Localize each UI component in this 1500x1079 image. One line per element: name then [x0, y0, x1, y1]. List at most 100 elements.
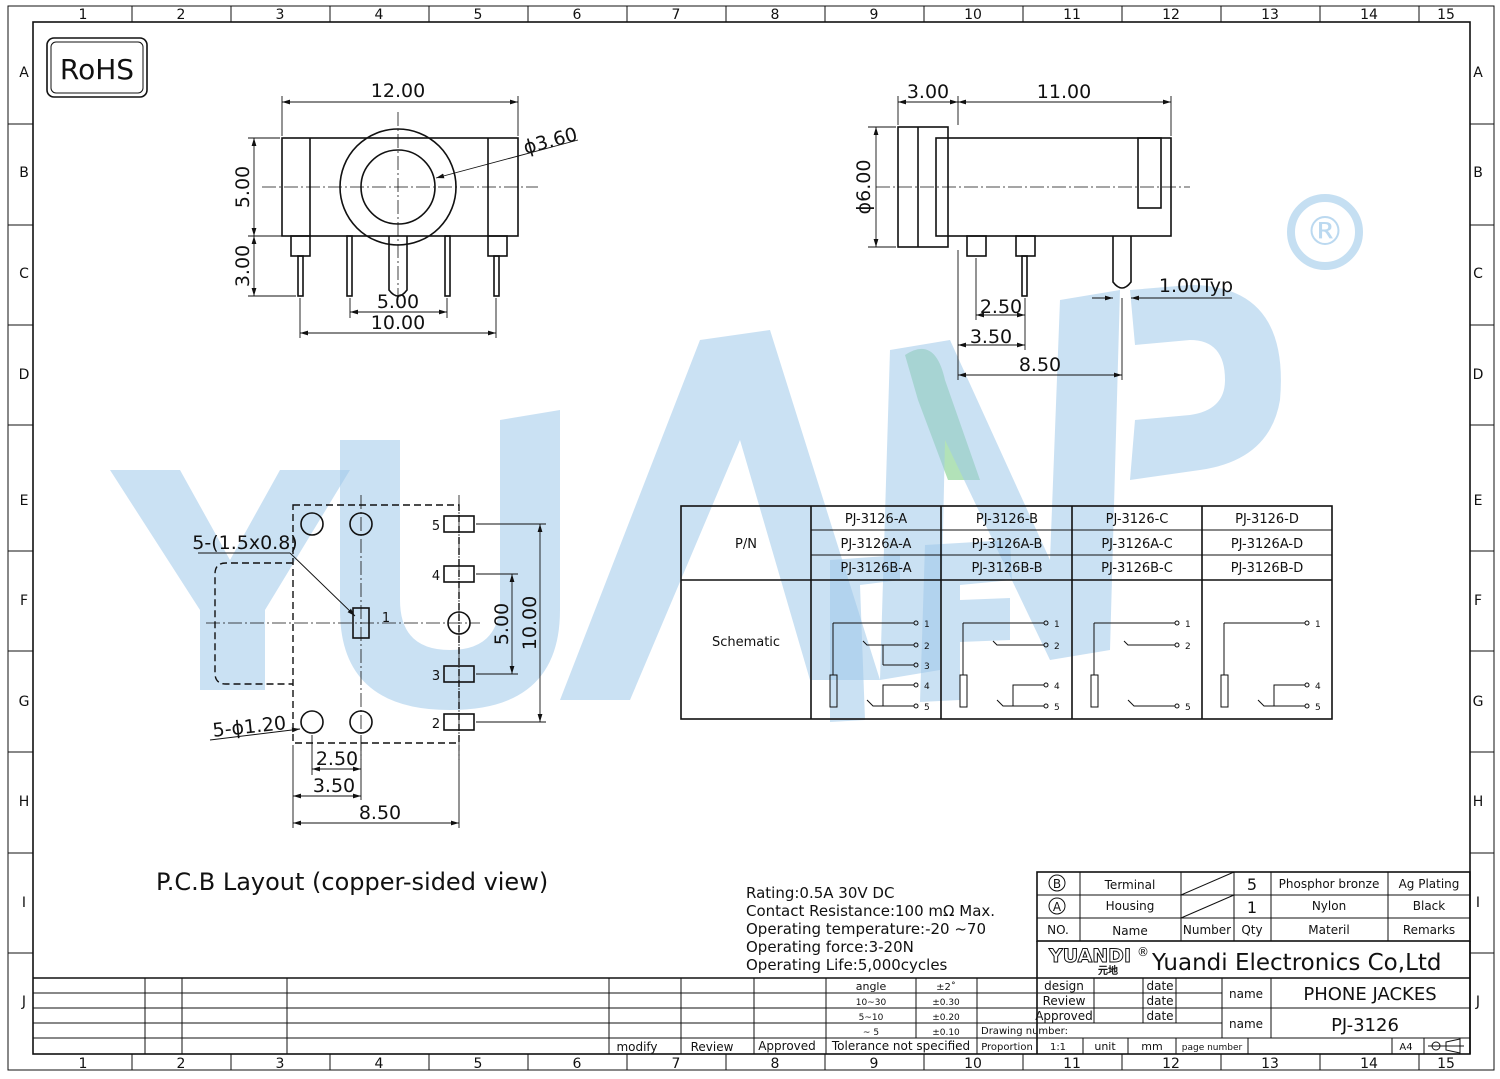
- grid-col-bottom-11: 11: [1063, 1056, 1081, 1072]
- unit-label: unit: [1094, 1040, 1116, 1053]
- dim-pcb-8-50: 8.50: [359, 802, 401, 824]
- grid-col-top-1: 1: [79, 7, 88, 23]
- dim-pcb-3-50: 3.50: [313, 775, 355, 797]
- watermark-registered-icon: ®: [1305, 209, 1345, 255]
- spec-rating: Rating:0.5A 30V DC: [746, 884, 894, 902]
- date-label-1: date: [1146, 979, 1173, 993]
- specifications: Rating:0.5A 30V DC Contact Resistance:10…: [746, 884, 995, 974]
- tolerance-label: Tolerance not specified: [831, 1039, 970, 1053]
- watermark-logo: ®: [110, 194, 1363, 722]
- pn-cell: PJ-3126-B: [976, 512, 1038, 527]
- title-block: YUANDI ® 元地 Yuandi Electronics Co,Ltd mo…: [33, 941, 1471, 1054]
- pn-cell: PJ-3126-C: [1106, 512, 1169, 527]
- pn-header: P/N: [735, 537, 757, 552]
- schematic-pin-number: 2: [1185, 642, 1191, 652]
- pin-4-label: 4: [432, 569, 440, 584]
- grid-col-top-13: 13: [1261, 7, 1279, 23]
- grid-col-top-15: 15: [1437, 7, 1455, 23]
- grid-col-top-11: 11: [1063, 7, 1081, 23]
- grid-col-top-6: 6: [573, 7, 582, 23]
- pn-cells: PJ-3126-APJ-3126A-APJ-3126B-APJ-3126-BPJ…: [840, 512, 1303, 576]
- schematic-symbol: 1 4 5: [1220, 620, 1321, 713]
- grid-row-right-A: A: [1473, 65, 1483, 81]
- page-number-label: page number: [1182, 1043, 1243, 1053]
- rohs-badge: RoHS: [46, 37, 148, 98]
- dim-pin-length: 3.00: [232, 245, 254, 287]
- bom-header-qty: Qty: [1241, 923, 1262, 937]
- dim-pcb-5: 5.00: [491, 603, 513, 645]
- grid-col-top-5: 5: [474, 7, 483, 23]
- grid-col-top-12: 12: [1162, 7, 1180, 23]
- dim-8-50: 8.50: [1019, 354, 1061, 376]
- bom-qty-terminal: 5: [1247, 875, 1257, 894]
- rohs-label: RoHS: [60, 53, 134, 86]
- grid-col-bottom-12: 12: [1162, 1056, 1180, 1072]
- grid-row-right-B: B: [1473, 165, 1483, 181]
- pad-size-label: 5-(1.5x0.8): [192, 532, 297, 554]
- dim-pcb-10: 10.00: [519, 596, 541, 650]
- modify-label: modify: [616, 1040, 657, 1054]
- grid-row-right-I: I: [1476, 895, 1480, 911]
- date-label-2: date: [1146, 994, 1173, 1008]
- company-logo-sub: 元地: [1098, 964, 1118, 977]
- dim-bore: ϕ3.60: [521, 123, 580, 158]
- date-label-3: date: [1146, 1009, 1173, 1023]
- approved-col-label: Approved: [758, 1039, 816, 1053]
- pin-3-label: 3: [432, 669, 440, 684]
- review-label: Review: [1043, 994, 1086, 1008]
- tol-range-angle: angle: [856, 980, 887, 993]
- tol-range-5-10: 5~10: [859, 1013, 884, 1023]
- pn-cell: PJ-3126B-B: [971, 561, 1042, 576]
- grid-col-bottom-9: 9: [870, 1056, 879, 1072]
- grid-col-bottom-4: 4: [375, 1056, 384, 1072]
- schematic-pin-number: 1: [1315, 620, 1321, 630]
- dim-3-50: 3.50: [970, 326, 1012, 348]
- schematic-pin-number: 5: [924, 703, 930, 713]
- grid-column-labels: 1122334455667788991010111112121313141415…: [79, 6, 1455, 1072]
- pn-cell: PJ-3126A-C: [1101, 537, 1172, 552]
- pin-2-label: 2: [432, 717, 440, 732]
- part-number-table: P/N Schematic PJ-3126-APJ-3126A-APJ-3126…: [680, 505, 1333, 720]
- tol-val-10-30: ±0.30: [932, 998, 960, 1008]
- projection-symbol-icon: [1428, 1038, 1464, 1054]
- dim-pitch-5: 5.00: [377, 291, 419, 313]
- bom-qty-housing: 1: [1247, 898, 1257, 917]
- schematic-pin-number: 4: [1315, 682, 1321, 692]
- bom-name-terminal: Terminal: [1104, 878, 1156, 892]
- bom-name-housing: Housing: [1106, 899, 1155, 913]
- grid-col-top-8: 8: [771, 7, 780, 23]
- grid-col-bottom-5: 5: [474, 1056, 483, 1072]
- grid-row-right-E: E: [1474, 493, 1483, 509]
- pn-cell: PJ-3126-D: [1235, 512, 1299, 527]
- approved-label: Approved: [1035, 1009, 1093, 1023]
- dim-body: 11.00: [1037, 81, 1091, 103]
- pcb-layout: 5 4 1 3 2 5-(1.5x0.8) 5-ϕ1.20 5.00 10.00…: [156, 495, 548, 896]
- company-logo: YUANDI: [1048, 945, 1131, 967]
- grid-row-right-J: J: [1475, 994, 1480, 1010]
- grid-col-bottom-6: 6: [573, 1056, 582, 1072]
- grid-row-left-A: A: [19, 65, 29, 81]
- bom-material-terminal: Phosphor bronze: [1279, 877, 1380, 891]
- product-name: PHONE JACKES: [1303, 984, 1436, 1005]
- hole-size-label: 5-ϕ1.20: [212, 712, 288, 742]
- bom-header-number: Number: [1183, 923, 1231, 937]
- schematic-pin-number: 2: [924, 642, 930, 652]
- proportion-label: Proportion: [981, 1042, 1033, 1053]
- grid-col-bottom-7: 7: [672, 1056, 681, 1072]
- spec-temperature: Operating temperature:-20 ~70: [746, 920, 986, 938]
- spec-life: Operating Life:5,000cycles: [746, 956, 948, 974]
- grid-row-left-I: I: [22, 895, 26, 911]
- schematic-pin-number: 1: [1185, 620, 1191, 630]
- bom-header-remarks: Remarks: [1403, 923, 1455, 937]
- design-label: design: [1044, 979, 1084, 993]
- bom-remarks-terminal: Ag Plating: [1399, 877, 1460, 891]
- dim-front: 3.00: [907, 81, 949, 103]
- schematic-pin-number: 5: [1054, 703, 1060, 713]
- schematic-pin-number: 5: [1315, 703, 1321, 713]
- dim-pcb-2-50: 2.50: [316, 748, 358, 770]
